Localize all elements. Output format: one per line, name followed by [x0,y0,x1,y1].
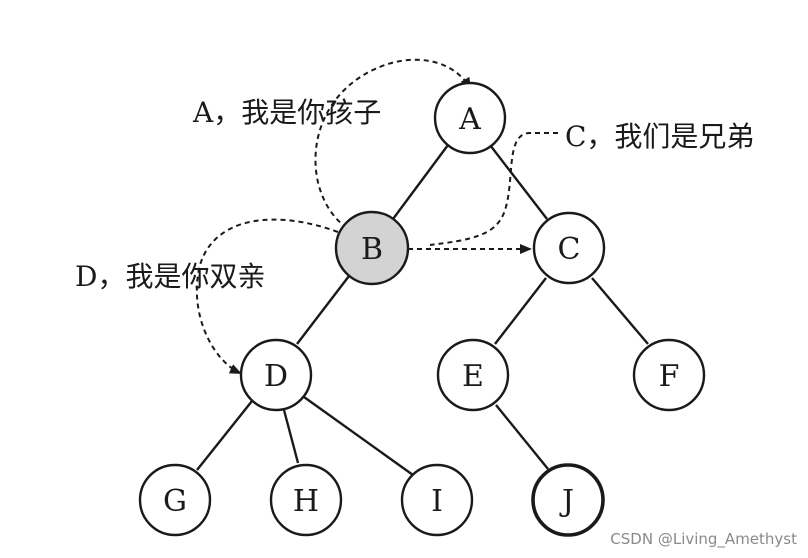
watermark: CSDN @Living_Amethyst [610,530,797,549]
node-H-circle [269,463,343,537]
node-H-label: H [293,484,319,519]
edge-A-C [489,144,548,220]
node-C: C [532,211,606,285]
node-E: E [436,338,510,412]
node-G-circle [138,463,212,537]
node-A-label: A [458,102,481,137]
node-I: I [400,463,474,537]
edge-B-D [296,275,350,345]
node-B-circle [334,210,410,286]
edge-E-J [495,404,549,470]
node-J: J [531,463,605,537]
node-G: G [138,463,212,537]
node-B-label: B [361,232,383,267]
callout-parent: A，我是你孩子 [192,96,381,129]
edge-A-B [392,144,449,220]
arrow-to-child [195,218,339,374]
node-F: F [632,338,706,412]
tree-nodes: A B C D E F G H [138,81,706,537]
edge-C-E [494,277,547,345]
node-J-label: J [559,484,574,519]
edge-D-I [303,396,414,476]
node-I-label: I [431,484,443,519]
edge-D-H [282,409,300,464]
node-E-circle [436,338,510,412]
node-D: D [239,338,313,412]
node-C-circle [532,211,606,285]
arrow-to-parent [314,58,472,229]
edge-D-G [196,400,253,471]
callout-sibling: C，我们是兄弟 [565,120,754,153]
node-A-circle [433,81,507,155]
arrow-from-sibling-label [429,132,558,246]
node-H: H [269,463,343,537]
node-F-label: F [659,359,680,394]
node-C-label: C [558,232,581,267]
tree-edges [196,144,649,476]
edge-C-F [591,277,649,345]
node-E-label: E [462,359,484,394]
node-J-circle [531,463,605,537]
node-I-circle [400,463,474,537]
node-A: A [433,81,507,155]
node-D-label: D [264,359,288,394]
callout-child: D，我是你双亲 [75,260,265,293]
node-F-circle [632,338,706,412]
relationship-arrows [195,58,558,374]
node-G-label: G [163,484,187,519]
node-D-circle [239,338,313,412]
node-B: B [334,210,410,286]
